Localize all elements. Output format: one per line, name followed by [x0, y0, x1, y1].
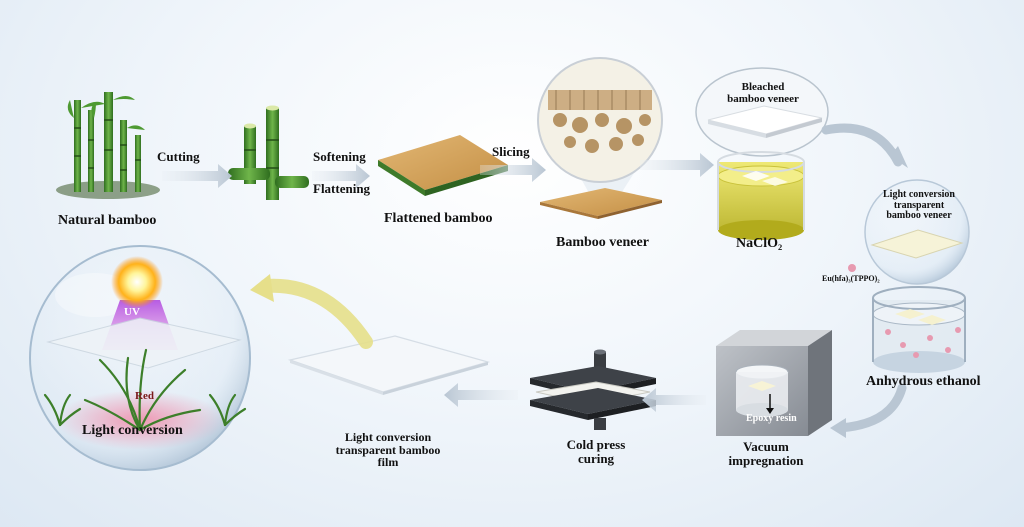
label-cold-press: Cold press curing	[566, 437, 626, 466]
cold-press-illustration	[530, 349, 656, 430]
label-slicing: Slicing	[492, 144, 530, 159]
light-conversion-bubble	[29, 245, 251, 471]
label-red: Red	[135, 390, 154, 402]
label-naclo2: NaClO₂	[736, 236, 783, 251]
ethanol-impregnation-illustration	[848, 179, 970, 373]
label-softening: Softening	[313, 149, 366, 164]
label-natural-bamboo: Natural bamboo	[58, 213, 157, 228]
bamboo-veneer-illustration	[537, 57, 663, 219]
label-vacuum-impregnation: Vacuum impregnation	[728, 439, 804, 468]
label-cutting: Cutting	[157, 149, 200, 164]
label-flattened-bamboo: Flattened bamboo	[384, 211, 493, 226]
label-anhydrous-ethanol: Anhydrous ethanol	[866, 374, 981, 389]
label-bleached-veneer: Bleached bamboo veneer	[727, 81, 799, 105]
natural-bamboo-illustration	[56, 92, 160, 199]
label-lc-veneer: Light conversion transparent bamboo vene…	[883, 189, 955, 221]
label-epoxy-resin: Epoxy resin	[746, 413, 797, 424]
vacuum-chamber-illustration	[716, 330, 832, 436]
label-lc-film: Light conversion transparent bamboo film	[335, 430, 441, 470]
label-eu-complex: Eu(hfa)₃(TPPO)₂	[822, 274, 880, 283]
label-uv: UV	[124, 306, 140, 318]
label-flattening: Flattening	[313, 181, 371, 196]
bleaching-illustration	[695, 67, 829, 240]
process-arrows	[162, 123, 908, 438]
label-light-conversion: Light conversion	[82, 423, 183, 438]
cut-bamboo-illustration	[228, 105, 309, 200]
label-bamboo-veneer: Bamboo veneer	[556, 235, 649, 250]
transparent-film-illustration	[287, 335, 491, 395]
